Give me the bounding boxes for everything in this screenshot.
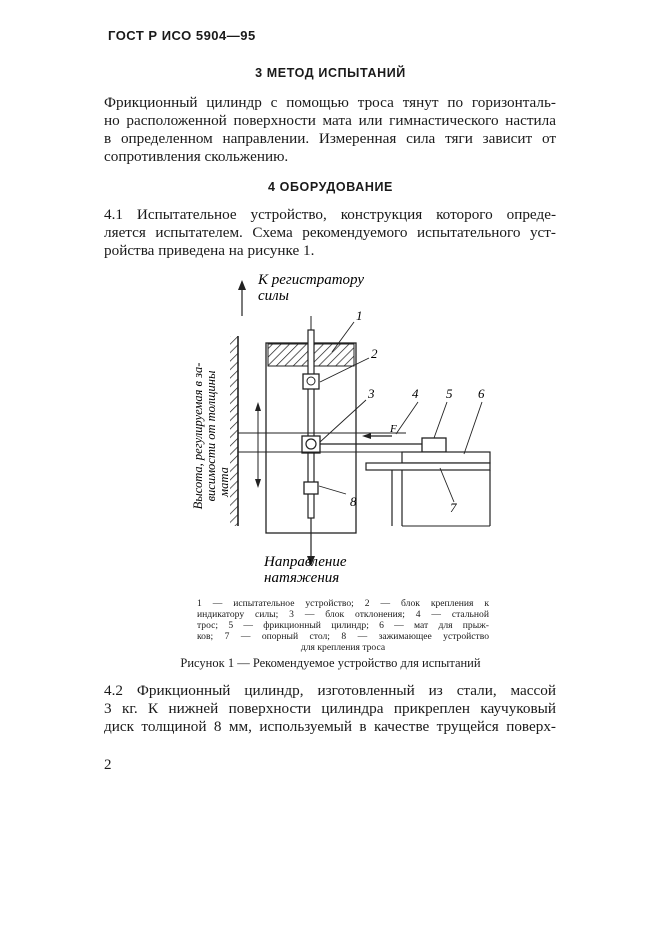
section-3-line: сопротивления скольжению. — [104, 148, 289, 165]
section-4-line: ройства приведена на рисунке 1. — [104, 242, 315, 259]
section-3-line: Фрикционный цилиндр с помощью троса тяну… — [104, 94, 556, 111]
section-4-2-line: диск толщиной 8 мм, используемый в качес… — [104, 718, 556, 735]
callout-number: 6 — [478, 386, 485, 401]
figure-legend-line: для крепления троса — [300, 642, 386, 653]
force-indicator-mount — [302, 373, 320, 390]
figure-legend-line: 1 — испытательное устройство; 2 — блок к… — [197, 598, 489, 609]
test-device-diagram: К регистратору силы F — [191, 272, 491, 586]
figure-legend-line: индикатору силы; 3 — блок отклонения; 4 … — [197, 609, 489, 620]
document-header: ГОСТ Р ИСО 5904—95 — [108, 28, 256, 43]
section-4-line: 4.1 Испытательное устройство, конструкци… — [104, 206, 556, 223]
section-3-line: но расположенной поверхности мата или ги… — [104, 112, 556, 129]
callout-number: 3 — [367, 386, 375, 401]
arrow-down-icon — [307, 556, 315, 566]
callout-number: 8 — [350, 494, 357, 509]
arrow-left-icon — [362, 433, 371, 439]
callout-number: 2 — [371, 346, 378, 361]
callout-number: 5 — [446, 386, 453, 401]
support-table — [365, 462, 491, 471]
jumping-mat — [401, 451, 491, 464]
section-3-line: в определенном направлении. Измеренная с… — [104, 130, 556, 147]
callout-number: 7 — [450, 500, 457, 515]
section-4-line: ляется испытателем. Схема рекомендуемого… — [104, 224, 556, 241]
label-to-force-recorder: К регистратору — [257, 272, 364, 288]
label-adjustable-height: Высота, регулируемая в за- висимости от … — [191, 363, 231, 510]
section-4-title: 4 ОБОРУДОВАНИЕ — [268, 180, 393, 194]
arrow-up-icon — [255, 402, 261, 411]
friction-cylinder — [421, 437, 447, 453]
label-tension-direction: натяжения — [264, 570, 339, 586]
cable-clamp — [303, 481, 319, 495]
force-label: F — [389, 423, 397, 435]
callout-number: 4 — [412, 386, 419, 401]
figure-legend-line: трос; 5 — фрикционный цилиндр; 6 — мат д… — [197, 620, 489, 631]
label-tension-direction: Направление — [263, 554, 347, 570]
section-3-title: 3 МЕТОД ИСПЫТАНИЙ — [255, 66, 406, 80]
svg-text:мата: мата — [217, 467, 231, 498]
figure-title: Рисунок 1 — Рекомендуемое устройство для… — [180, 656, 481, 670]
section-4-2-line: 3 кг. К нижней поверхности цилиндра прик… — [104, 700, 556, 717]
callout-number: 1 — [356, 308, 363, 323]
svg-text:Высота, регулируемая в за-: Высота, регулируемая в за- — [191, 363, 205, 510]
figure-legend-line: ков; 7 — опорный стол; 8 — зажимающее ус… — [197, 631, 489, 642]
arrow-up-icon — [238, 280, 246, 290]
label-to-force-recorder: силы — [258, 288, 289, 304]
arrow-down-icon — [255, 479, 261, 488]
page-number: 2 — [104, 757, 112, 773]
svg-text:висимости от толщины: висимости от толщины — [204, 370, 218, 501]
section-4-2-line: 4.2 Фрикционный цилиндр, изготовленный и… — [104, 682, 556, 699]
